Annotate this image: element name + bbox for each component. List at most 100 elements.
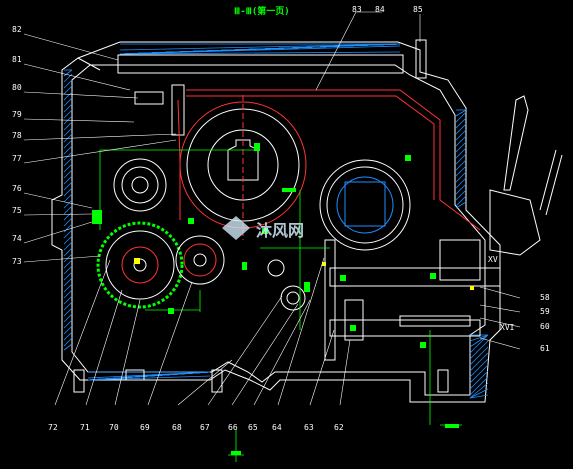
hatch-line <box>455 109 467 117</box>
hatch-line <box>455 129 467 141</box>
hatch-line <box>63 187 73 197</box>
hatch-line <box>63 271 73 281</box>
accent-marks <box>134 258 474 290</box>
hatch-line <box>469 388 489 399</box>
hatch-line <box>63 307 73 317</box>
watermark-text: 沐风网 <box>256 221 304 240</box>
hatch-line <box>469 358 489 378</box>
part-label-67: 67 <box>200 423 210 432</box>
hatch-line <box>63 331 73 341</box>
hatch-line <box>469 346 489 366</box>
hatch-line <box>63 91 73 101</box>
hatch-line <box>455 189 467 201</box>
hatch-line <box>455 117 467 129</box>
hatch-line <box>63 289 73 299</box>
hatch-line <box>63 69 73 77</box>
hatch-line <box>63 79 73 89</box>
hatch-line <box>63 145 73 155</box>
hatch-line <box>469 394 489 399</box>
part-label-85: 85 <box>413 5 423 14</box>
part-label-73: 73 <box>12 257 22 266</box>
mark-xvi: XVI <box>500 323 515 332</box>
part-label-81: 81 <box>12 55 22 64</box>
part-label-74: 74 <box>12 234 22 243</box>
hatch-line <box>63 211 73 221</box>
hatch-line <box>455 165 467 177</box>
part-label-79: 79 <box>12 110 22 119</box>
hatch-line <box>469 370 489 390</box>
hatch-line <box>63 247 73 257</box>
hatch-line <box>455 141 467 153</box>
hatch-line <box>63 253 73 263</box>
top-cover <box>77 39 427 136</box>
hatch-line <box>455 195 467 207</box>
part-label-70: 70 <box>109 423 119 432</box>
hatch-line <box>63 97 73 107</box>
marker-blocks <box>92 143 459 455</box>
hatch-line <box>119 45 401 55</box>
hatch-line <box>455 153 467 165</box>
hatch-line <box>63 85 73 95</box>
lower-left-gear <box>96 221 184 309</box>
part-label-71: 71 <box>80 423 90 432</box>
part-label-83: 83 <box>352 5 362 14</box>
hatch-line <box>469 334 489 342</box>
hatch-line <box>63 109 73 119</box>
hatch-line <box>119 43 401 51</box>
part-label-60: 60 <box>540 322 550 331</box>
part-label-84: 84 <box>375 5 385 14</box>
hatch-line <box>455 147 467 159</box>
part-label-77: 77 <box>12 154 22 163</box>
large-gear <box>179 95 307 240</box>
part-label-75: 75 <box>12 206 22 215</box>
hatch-line <box>63 193 73 203</box>
hatch-line <box>469 376 489 396</box>
leader-lines <box>23 11 521 406</box>
part-label-82: 82 <box>12 25 22 34</box>
part-label-58: 58 <box>540 293 550 302</box>
hatch-line <box>63 169 73 179</box>
hatch-line <box>455 201 467 209</box>
hatch-line <box>63 301 73 311</box>
hatch-line <box>63 313 73 323</box>
hatch-line <box>63 295 73 305</box>
hatch-line <box>469 364 489 384</box>
hatch-line <box>63 343 73 351</box>
hatch-line <box>63 277 73 287</box>
hatch-line <box>63 283 73 293</box>
hatch-line <box>63 139 73 149</box>
hatch-line <box>469 334 489 348</box>
hatch-line <box>455 171 467 183</box>
part-label-80: 80 <box>12 83 22 92</box>
hatch-line <box>63 319 73 329</box>
hatch-line <box>455 111 467 123</box>
hatch-line <box>63 205 73 215</box>
hatch-line <box>63 325 73 335</box>
hatch-line <box>63 235 73 245</box>
housing-hatch <box>63 43 489 399</box>
hatch-line <box>63 157 73 167</box>
part-label-66: 66 <box>228 423 238 432</box>
hatch-line <box>63 229 73 239</box>
part-label-62: 62 <box>334 423 344 432</box>
hatch-line <box>455 135 467 147</box>
hatch-line <box>455 177 467 189</box>
hatch-line <box>63 337 73 347</box>
part-label-61: 61 <box>540 344 550 353</box>
part-label-63: 63 <box>304 423 314 432</box>
hatch-line <box>87 375 211 381</box>
part-label-69: 69 <box>140 423 150 432</box>
part-label-64: 64 <box>272 423 282 432</box>
part-label-72: 72 <box>48 423 58 432</box>
right-gear <box>319 159 411 251</box>
hatch-line <box>87 371 211 381</box>
watermark-logo: 沐风网 <box>222 216 304 240</box>
hatch-line <box>63 127 73 137</box>
hatch-line <box>63 259 73 269</box>
part-label-76: 76 <box>12 184 22 193</box>
hatch-line <box>63 175 73 185</box>
hatch-line <box>63 217 73 227</box>
